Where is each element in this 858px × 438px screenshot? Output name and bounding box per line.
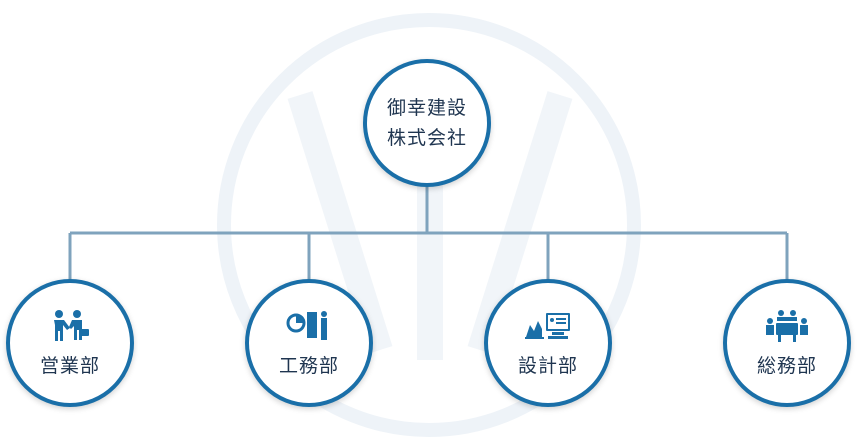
company-name-line2: 株式会社 bbox=[386, 127, 467, 149]
chart-monitor-icon bbox=[525, 312, 570, 339]
company-name-line1: 御幸建設 bbox=[386, 97, 467, 119]
department-sales: 営業部 bbox=[6, 279, 134, 407]
handshake-people-icon bbox=[54, 309, 89, 341]
department-label: 総務部 bbox=[756, 354, 817, 377]
company-node: 御幸建設 株式会社 bbox=[363, 59, 491, 187]
department-general-affairs: 総務部 bbox=[723, 279, 851, 407]
pie-chart-presentation-icon bbox=[286, 310, 327, 340]
department-label: 設計部 bbox=[517, 354, 578, 377]
department-label: 工務部 bbox=[278, 354, 339, 377]
department-construction: 工務部 bbox=[245, 279, 373, 407]
department-design: 設計部 bbox=[484, 279, 612, 407]
department-label: 営業部 bbox=[39, 354, 100, 377]
meeting-table-icon bbox=[766, 309, 808, 342]
